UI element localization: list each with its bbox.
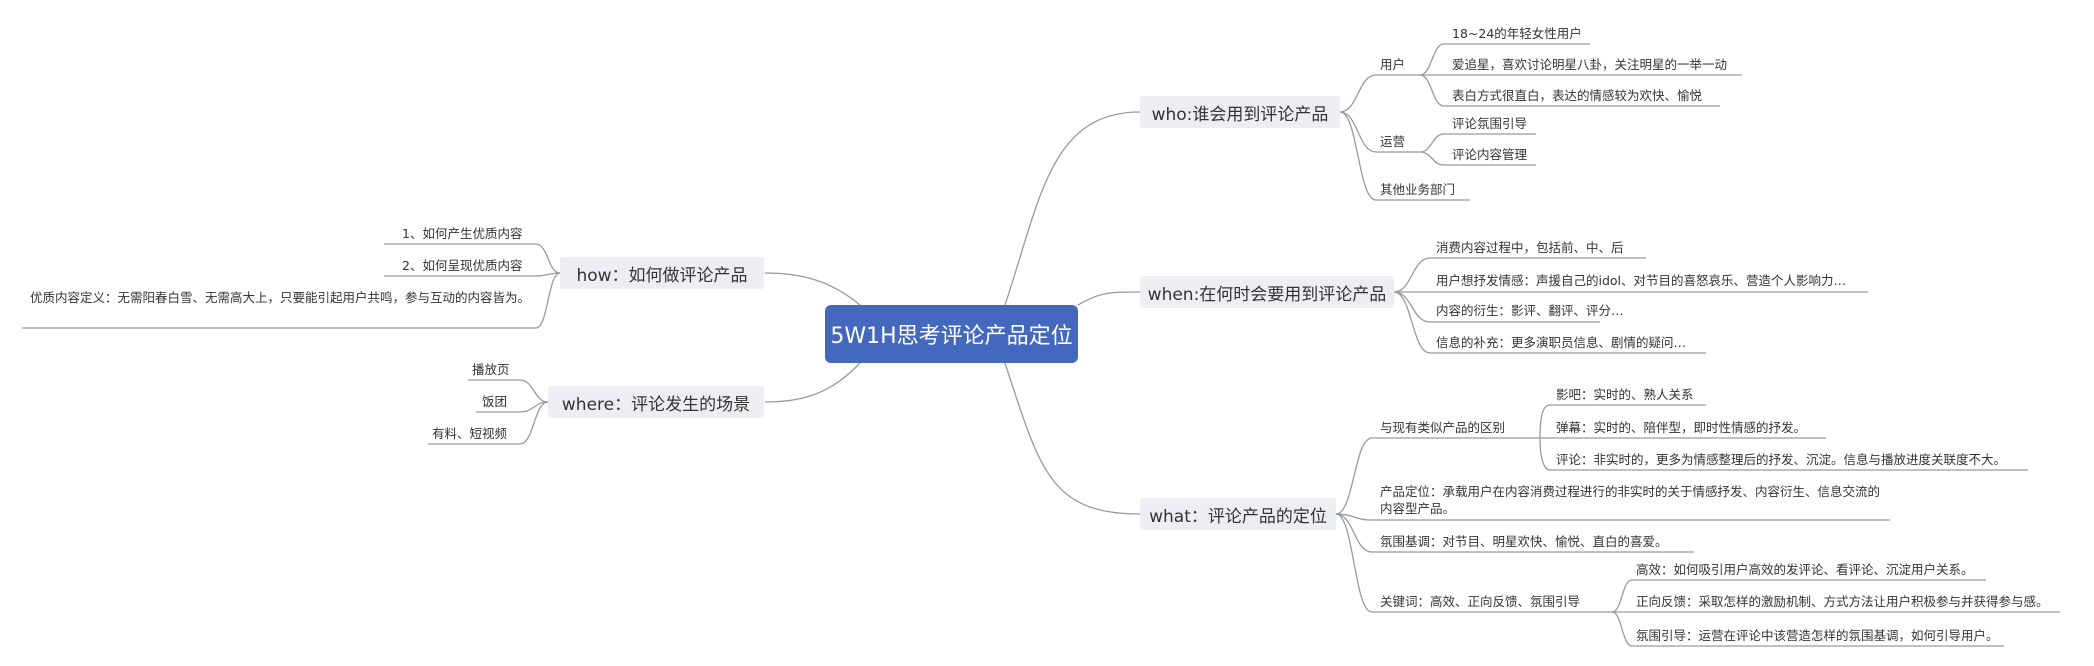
root-node[interactable]: 5W1H思考评论产品定位 bbox=[825, 305, 1078, 363]
what-keywords[interactable]: 关键词：高效、正向反馈、氛围引导 bbox=[1380, 594, 1581, 609]
when-item-2[interactable]: 用户想抒发情感：声援自己的idol、对节目的喜怒哀乐、营造个人影响力… bbox=[1436, 273, 1847, 288]
what-keyword-item-1[interactable]: 高效：如何吸引用户高效的发评论、看评论、沉淀用户关系。 bbox=[1636, 562, 1974, 577]
what-positioning[interactable]: 产品定位：承载用户在内容消费过程进行的非实时的关于情感抒发、内容衍生、信息交流的… bbox=[1380, 484, 1881, 516]
when-item-3[interactable]: 内容的衍生：影评、翻评、评分… bbox=[1436, 303, 1624, 318]
where-item-3[interactable]: 有料、短视频 bbox=[432, 426, 508, 441]
who-ops-item-2[interactable]: 评论内容管理 bbox=[1452, 147, 1528, 162]
branch-where[interactable]: where：评论发生的场景 bbox=[548, 386, 764, 418]
what-diff-item-3[interactable]: 评论：非实时的，更多为情感整理后的抒发、沉淀。信息与播放进度关联度不大。 bbox=[1556, 452, 2007, 467]
who-ops[interactable]: 运营 bbox=[1380, 134, 1406, 149]
what-tone[interactable]: 氛围基调：对节目、明星欢快、愉悦、直白的喜爱。 bbox=[1380, 534, 1668, 549]
when-item-4[interactable]: 信息的补充：更多演职员信息、剧情的疑问… bbox=[1436, 335, 1687, 350]
what-diff-item-1[interactable]: 影吧：实时的、熟人关系 bbox=[1556, 387, 1694, 402]
what-keyword-item-3[interactable]: 氛围引导：运营在评论中该营造怎样的氛围基调，如何引导用户。 bbox=[1636, 628, 1999, 643]
who-users[interactable]: 用户 bbox=[1380, 57, 1406, 72]
branch-when[interactable]: when:在何时会要用到评论产品 bbox=[1140, 276, 1394, 308]
what-diff[interactable]: 与现有类似产品的区别 bbox=[1380, 420, 1506, 435]
who-ops-item-1[interactable]: 评论氛围引导 bbox=[1452, 116, 1528, 131]
branch-what[interactable]: what：评论产品的定位 bbox=[1140, 498, 1336, 530]
who-users-item-1[interactable]: 18~24的年轻女性用户 bbox=[1452, 26, 1582, 41]
branch-who[interactable]: who:谁会用到评论产品 bbox=[1140, 96, 1340, 128]
how-definition[interactable]: 优质内容定义：无需阳春白雪、无需高大上，只要能引起用户共鸣，参与互动的内容皆为。 bbox=[30, 290, 531, 305]
how-item-2[interactable]: 2、如何呈现优质内容 bbox=[402, 258, 523, 273]
who-users-item-2[interactable]: 爱追星，喜欢讨论明星八卦，关注明星的一举一动 bbox=[1452, 57, 1728, 72]
where-item-2[interactable]: 饭团 bbox=[482, 394, 508, 409]
who-other[interactable]: 其他业务部门 bbox=[1380, 182, 1456, 197]
when-item-1[interactable]: 消费内容过程中，包括前、中、后 bbox=[1436, 240, 1624, 255]
where-item-1[interactable]: 播放页 bbox=[472, 362, 510, 377]
what-keyword-item-2[interactable]: 正向反馈：采取怎样的激励机制、方式方法让用户积极参与并获得参与感。 bbox=[1636, 594, 2049, 609]
what-diff-item-2[interactable]: 弹幕：实时的、陪伴型，即时性情感的抒发。 bbox=[1556, 420, 1807, 435]
how-item-1[interactable]: 1、如何产生优质内容 bbox=[402, 226, 523, 241]
branch-how[interactable]: how：如何做评论产品 bbox=[560, 257, 764, 289]
who-users-item-3[interactable]: 表白方式很直白，表达的情感较为欢快、愉悦 bbox=[1452, 88, 1703, 103]
